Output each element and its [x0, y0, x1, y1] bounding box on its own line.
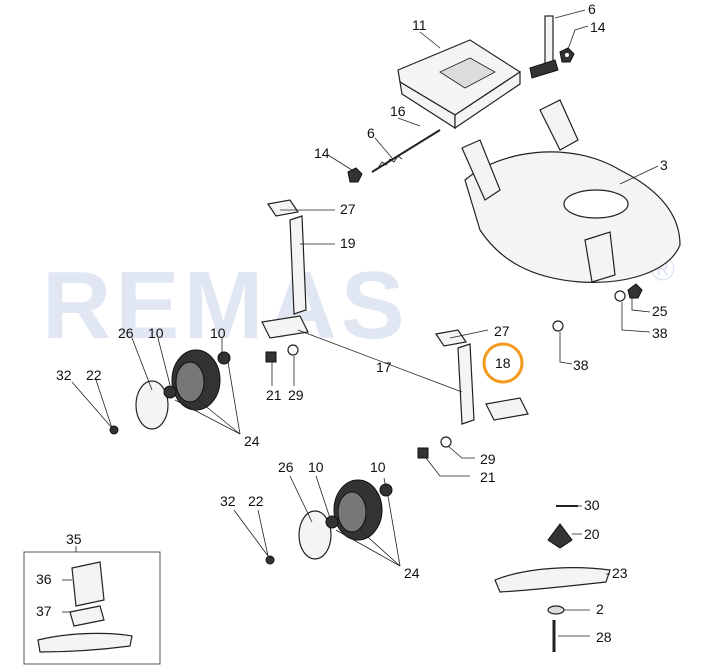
- label-25[interactable]: 25: [652, 303, 668, 319]
- wheel-assembly-upper[interactable]: [109, 349, 231, 435]
- label-24-lower[interactable]: 24: [404, 565, 420, 581]
- label-29-left[interactable]: 29: [288, 387, 304, 403]
- label-20[interactable]: 20: [584, 526, 600, 542]
- part-21-bolt-left[interactable]: [265, 351, 277, 363]
- part-21-bolt-right[interactable]: [417, 447, 429, 459]
- part-6-hinge-top[interactable]: [529, 15, 559, 79]
- watermark-text: REMAS: [42, 252, 409, 359]
- label-36[interactable]: 36: [36, 571, 52, 587]
- label-10-upper-left[interactable]: 10: [148, 325, 164, 341]
- label-21-right[interactable]: 21: [480, 469, 496, 485]
- part-38-washer-b[interactable]: [552, 320, 564, 332]
- label-23[interactable]: 23: [612, 565, 628, 581]
- highlight-circle: [482, 342, 524, 384]
- label-22-lower[interactable]: 22: [248, 493, 264, 509]
- label-10-lower-right[interactable]: 10: [370, 459, 386, 475]
- label-29-right[interactable]: 29: [480, 451, 496, 467]
- part-29-washer-right[interactable]: [440, 436, 452, 448]
- label-17[interactable]: 17: [376, 359, 392, 375]
- part-2-washer[interactable]: [547, 605, 565, 615]
- label-6-spring[interactable]: 6: [367, 125, 375, 141]
- label-35[interactable]: 35: [66, 531, 82, 547]
- label-38-right[interactable]: 38: [652, 325, 668, 341]
- label-14-left[interactable]: 14: [314, 145, 330, 161]
- part-axle-left[interactable]: [261, 315, 309, 339]
- label-30[interactable]: 30: [584, 497, 600, 513]
- label-11[interactable]: 11: [412, 17, 427, 33]
- label-26-upper[interactable]: 26: [118, 325, 134, 341]
- wheel-assembly-lower[interactable]: [265, 479, 393, 565]
- part-3-deck[interactable]: [461, 99, 681, 283]
- label-10-lower-left[interactable]: 10: [308, 459, 324, 475]
- part-29-washer-left[interactable]: [287, 344, 299, 356]
- label-27-right[interactable]: 27: [494, 323, 510, 339]
- label-16[interactable]: 16: [390, 103, 406, 119]
- part-19-bracket-left[interactable]: [289, 215, 307, 315]
- part-axle-right[interactable]: [485, 397, 529, 421]
- label-24-upper[interactable]: 24: [244, 433, 260, 449]
- part-6-spring[interactable]: [377, 155, 403, 169]
- label-22-upper[interactable]: 22: [86, 367, 102, 383]
- part-23-blade[interactable]: [494, 567, 611, 593]
- label-10-upper-right[interactable]: 10: [210, 325, 226, 341]
- part-16-rod[interactable]: [371, 129, 441, 173]
- part-18-bracket-right[interactable]: [457, 343, 475, 425]
- part-20-hub[interactable]: [547, 523, 573, 549]
- part-35-kit-box[interactable]: [23, 551, 161, 665]
- callout-labels: 11 6 14 16 6 14 3 27 19 25 38 26 10 10 3…: [36, 1, 668, 645]
- part-27-cap-left[interactable]: [266, 199, 300, 217]
- label-3[interactable]: 3: [660, 157, 668, 173]
- label-32-lower[interactable]: 32: [220, 493, 236, 509]
- label-6-top[interactable]: 6: [588, 1, 596, 17]
- label-19[interactable]: 19: [340, 235, 356, 251]
- part-38-washer-a[interactable]: [614, 290, 626, 302]
- label-37[interactable]: 37: [36, 603, 52, 619]
- label-14-top[interactable]: 14: [590, 19, 606, 35]
- part-14-nut-left[interactable]: [347, 167, 363, 183]
- part-14-nut-top[interactable]: [559, 47, 575, 63]
- part-25-bolt[interactable]: [627, 283, 643, 299]
- label-28[interactable]: 28: [596, 629, 612, 645]
- label-38-left[interactable]: 38: [573, 357, 589, 373]
- leader-lines: [62, 9, 659, 637]
- part-11-cover[interactable]: [397, 39, 522, 130]
- label-21-left[interactable]: 21: [266, 387, 282, 403]
- label-32-upper[interactable]: 32: [56, 367, 72, 383]
- label-18[interactable]: 18: [495, 355, 511, 371]
- label-27-left[interactable]: 27: [340, 201, 356, 217]
- label-2[interactable]: 2: [596, 601, 604, 617]
- label-26-lower[interactable]: 26: [278, 459, 294, 475]
